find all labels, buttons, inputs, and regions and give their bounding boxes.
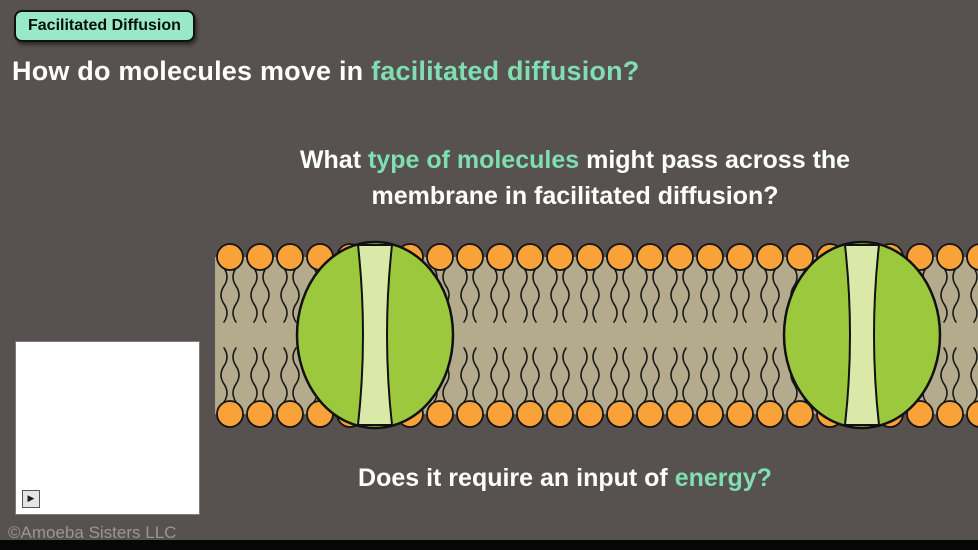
video-progress-bar[interactable]	[0, 540, 978, 550]
protein-channel-right	[782, 240, 942, 430]
membrane-illustration	[215, 240, 978, 430]
copyright-watermark: ©Amoeba Sisters LLC	[8, 523, 177, 542]
topic-badge: Facilitated Diffusion	[14, 10, 195, 42]
sub-question-highlight: type of molecules	[367, 146, 580, 174]
sub-question-text-2: might pass across the membrane in facili…	[371, 146, 851, 211]
sub-question-molecules: What type of molecules might pass across…	[245, 142, 905, 215]
topic-badge-label: Facilitated Diffusion	[28, 17, 181, 34]
play-icon[interactable]: ▶	[22, 490, 40, 508]
video-placeholder[interactable]: ▶	[15, 341, 200, 515]
main-question: How do molecules move in facilitated dif…	[12, 56, 639, 87]
sub-question-energy: Does it require an input of energy?	[215, 464, 915, 493]
protein-channel-left	[295, 240, 455, 430]
sub-question-text-1: What	[299, 146, 368, 174]
energy-question-text: Does it require an input of	[358, 464, 675, 492]
main-question-text: How do molecules move in	[12, 56, 372, 86]
main-question-highlight: facilitated diffusion?	[371, 56, 640, 86]
energy-question-highlight: energy?	[674, 464, 772, 492]
